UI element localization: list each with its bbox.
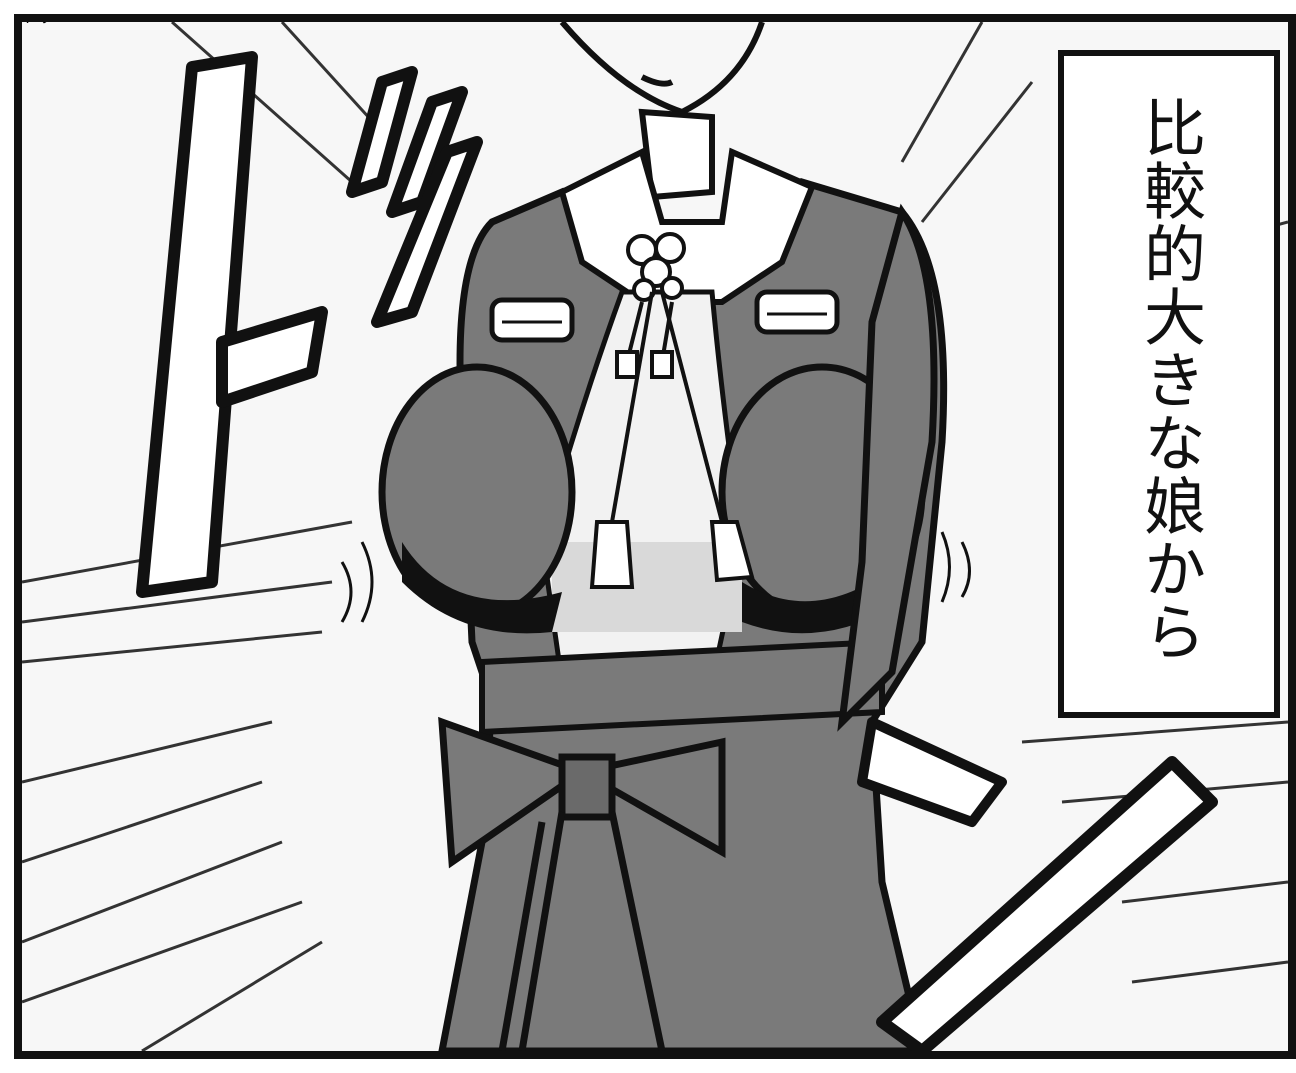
left-chest-shadow (402, 542, 562, 634)
left-shoulder-badge (489, 297, 575, 343)
sfx-n-lettering (876, 756, 1218, 1051)
shirt-collar (558, 147, 816, 305)
right-arm (837, 203, 938, 732)
panel-artwork: ドッ (22, 22, 1288, 1051)
waist-bow (438, 716, 726, 1051)
sfx-small-stroke (857, 717, 1007, 827)
sfx-text: ドッ (22, 22, 54, 26)
waist-sash (479, 638, 885, 736)
caption-text: 比較的大きな娘から (1133, 96, 1206, 663)
tassels (589, 350, 755, 589)
character-face (559, 22, 765, 116)
manga-panel: ドッ (14, 14, 1296, 1059)
motion-marks (340, 531, 971, 623)
sfx-do-lettering (136, 51, 483, 598)
right-shoulder-badge (754, 289, 840, 335)
caption-box: 比較的大きな娘から (1058, 50, 1280, 718)
shirt-shading (552, 542, 742, 632)
cord-knot (626, 232, 686, 302)
